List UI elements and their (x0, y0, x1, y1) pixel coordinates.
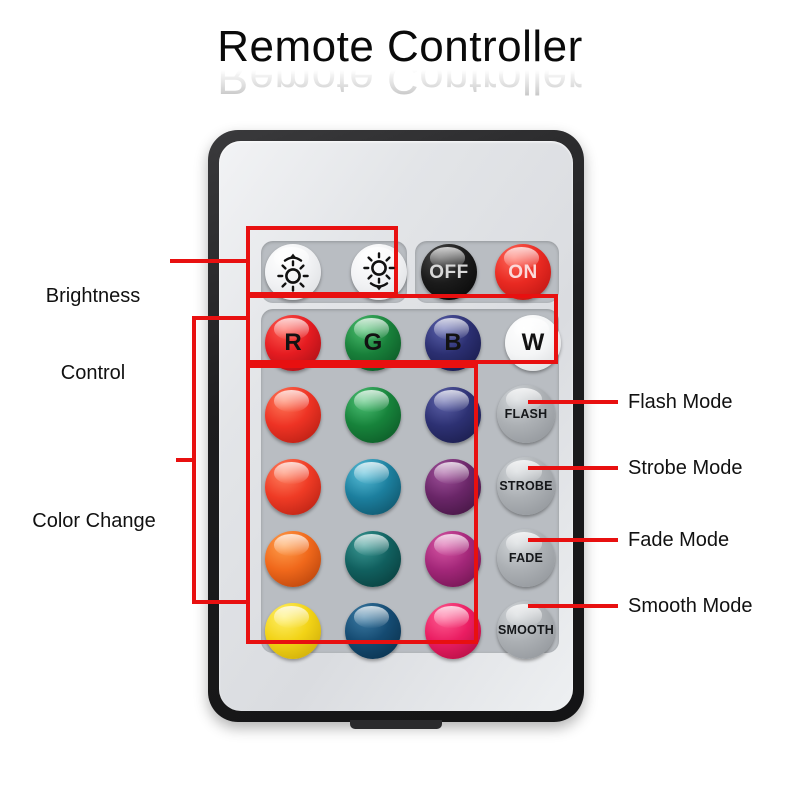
fade-mode-label: Fade Mode (628, 529, 730, 551)
color-red-orange-2-button[interactable] (265, 459, 321, 515)
page-title-reflection: Remote Controller (217, 67, 583, 102)
strobe-button-label: STROBE (499, 478, 553, 493)
color-yellow-button[interactable] (265, 603, 321, 659)
white-button-label: W (521, 329, 545, 356)
brightness-up-button[interactable] (265, 244, 321, 300)
flash-mode-label: Flash Mode (628, 391, 733, 413)
off-button-label: OFF (429, 261, 469, 283)
color-pink-button[interactable] (425, 603, 481, 659)
remote-controller-face: OFF ON R G B W (219, 141, 573, 711)
brightness-control-label: Brightness Control (18, 233, 168, 412)
flash-button[interactable]: FLASH (497, 385, 555, 443)
brightness-down-button[interactable] (351, 244, 407, 300)
red-button-label: R (284, 329, 302, 356)
strobe-mode-label: Strobe Mode (628, 457, 743, 479)
color-change-label-line1: Color Change (32, 510, 156, 533)
white-button[interactable]: W (505, 315, 561, 371)
title-block: Remote Controller Remote Controller (0, 22, 800, 102)
sun-down-icon (363, 252, 395, 291)
green-button[interactable]: G (345, 315, 401, 371)
blue-button[interactable]: B (425, 315, 481, 371)
color-green-button[interactable] (345, 387, 401, 443)
flash-button-label: FLASH (504, 406, 548, 421)
page-title: Remote Controller (217, 22, 583, 71)
red-button[interactable]: R (265, 315, 321, 371)
color-red-orange-1-button[interactable] (265, 387, 321, 443)
strobe-button[interactable]: STROBE (497, 457, 555, 515)
remote-bottom-tab (350, 720, 442, 729)
color-dark-purple-button[interactable] (425, 459, 481, 515)
on-button-label: ON (508, 261, 538, 283)
fade-button[interactable]: FADE (497, 529, 555, 587)
color-change-label: Color Change (12, 458, 176, 560)
color-navy-purple-button[interactable] (425, 387, 481, 443)
remote-controller-body: OFF ON R G B W (208, 130, 584, 729)
color-deep-blue-button[interactable] (345, 603, 401, 659)
off-button[interactable]: OFF (421, 244, 477, 300)
smooth-mode-label: Smooth Mode (628, 595, 753, 617)
color-dark-teal-button[interactable] (345, 531, 401, 587)
fade-button-label: FADE (508, 550, 544, 565)
blue-button-label: B (444, 329, 462, 356)
brightness-control-label-line2: Control (60, 361, 126, 384)
green-button-label: G (363, 329, 383, 356)
sun-up-icon (277, 253, 309, 292)
smooth-button-label: SMOOTH (497, 622, 555, 637)
color-orange-button[interactable] (265, 531, 321, 587)
color-magenta-button[interactable] (425, 531, 481, 587)
smooth-button[interactable]: SMOOTH (497, 601, 555, 659)
brightness-control-label-line1: Brightness (45, 285, 141, 308)
color-teal-blue-button[interactable] (345, 459, 401, 515)
on-button[interactable]: ON (495, 244, 551, 300)
